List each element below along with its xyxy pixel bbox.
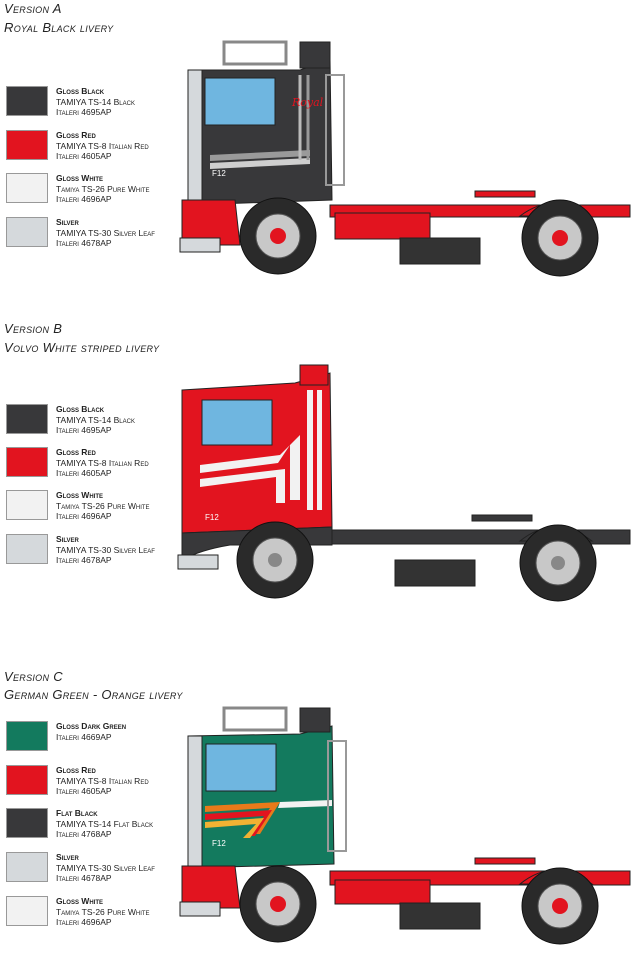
- cab-model-label: F12: [212, 839, 226, 848]
- swatch-line2: Italeri 4696AP: [56, 511, 112, 521]
- swatch-line1: TAMIYA TS-8 Italian Red: [56, 775, 149, 786]
- swatch-name: Gloss Dark Green: [56, 721, 127, 731]
- swatch-line2: Italeri 4695AP: [56, 107, 112, 117]
- front-wheel: [239, 865, 317, 943]
- swatch-line2: Italeri 4605AP: [56, 468, 112, 478]
- rear-wheel: [519, 524, 597, 602]
- swatch-line2: Italeri 4605AP: [56, 786, 112, 796]
- cab-model-label: F12: [212, 169, 226, 178]
- swatch-name: Gloss Red: [56, 447, 96, 457]
- swatch-line1: TAMIYA TS-14 Black: [56, 96, 135, 107]
- swatch-name: Gloss White: [56, 896, 103, 906]
- swatch-line1: TAMIYA TS-30 Silver Leaf: [56, 227, 155, 238]
- swatch-name: Gloss Black: [56, 86, 105, 96]
- color-chip: [6, 447, 48, 477]
- swatch-line1: TAMIYA TS-30 Silver Leaf: [56, 862, 155, 873]
- truck-illustration-b: F12: [177, 364, 631, 602]
- version-b-title: Version B: [4, 321, 63, 336]
- swatch-line1: Italeri 4669AP: [56, 731, 112, 742]
- color-chip: [6, 852, 48, 882]
- swatch-line1: Tamiya TS-26 Pure White: [56, 906, 150, 917]
- front-wheel: [236, 521, 314, 599]
- swatch-name: Silver: [56, 217, 79, 227]
- color-chip: [6, 173, 48, 203]
- version-c-subtitle: German Green - Orange livery: [4, 687, 183, 702]
- swatch-line2: Italeri 4696AP: [56, 194, 112, 204]
- swatch-line1: TAMIYA TS-8 Italian Red: [56, 457, 149, 468]
- swatch-line2: Italeri 4678AP: [56, 238, 112, 248]
- color-chip: [6, 765, 48, 795]
- truck-illustration-c: F12: [179, 706, 631, 945]
- swatch-line2: Italeri 4678AP: [56, 873, 112, 883]
- swatch-line1: TAMIYA TS-14 Black: [56, 414, 135, 425]
- swatch-line1: TAMIYA TS-8 Italian Red: [56, 140, 149, 151]
- front-wheel: [239, 197, 317, 275]
- swatch-name: Gloss Red: [56, 130, 96, 140]
- swatch-line1: TAMIYA TS-14 Flat Black: [56, 818, 154, 829]
- color-chip: [6, 217, 48, 247]
- swatch-line2: Italeri 4768AP: [56, 829, 112, 839]
- swatch-line1: Tamiya TS-26 Pure White: [56, 183, 150, 194]
- swatch-line2: Italeri 4695AP: [56, 425, 112, 435]
- rear-wheel: [521, 199, 599, 277]
- version-a: Version A Royal Black livery Gloss Black…: [0, 0, 640, 310]
- version-a-subtitle: Royal Black livery: [4, 20, 114, 35]
- truck-illustration-a: Royal F12: [179, 40, 631, 277]
- version-b-subtitle: Volvo White striped livery: [4, 340, 160, 355]
- rear-wheel: [521, 867, 599, 945]
- cab-logo: Royal: [291, 96, 324, 109]
- color-chip: [6, 534, 48, 564]
- swatch-line2: Italeri 4678AP: [56, 555, 112, 565]
- swatch-name: Gloss Red: [56, 765, 96, 775]
- color-chip: [6, 404, 48, 434]
- color-chip: [6, 896, 48, 926]
- swatch-line1: Tamiya TS-26 Pure White: [56, 500, 150, 511]
- color-chip: [6, 490, 48, 520]
- swatch-name: Gloss White: [56, 173, 103, 183]
- cab-model-label: F12: [205, 513, 219, 522]
- swatch-line1: TAMIYA TS-30 Silver Leaf: [56, 544, 155, 555]
- version-a-title: Version A: [4, 1, 62, 16]
- version-c: Version C German Green - Orange livery G…: [0, 668, 640, 955]
- version-c-title: Version C: [4, 669, 63, 684]
- swatch-name: Flat Black: [56, 808, 98, 818]
- color-chip: [6, 86, 48, 116]
- color-chip: [6, 808, 48, 838]
- color-chip: [6, 721, 48, 751]
- swatch-line2: Italeri 4696AP: [56, 917, 112, 927]
- swatch-name: Gloss White: [56, 490, 103, 500]
- swatch-line2: Italeri 4605AP: [56, 151, 112, 161]
- swatch-name: Silver: [56, 852, 79, 862]
- swatch-name: Silver: [56, 534, 79, 544]
- swatch-name: Gloss Black: [56, 404, 105, 414]
- color-chip: [6, 130, 48, 160]
- version-b: Version B Volvo White striped livery Glo…: [0, 320, 640, 630]
